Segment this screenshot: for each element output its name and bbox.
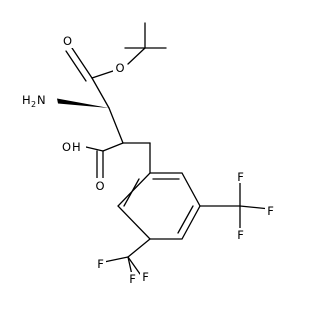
bond-ring-cf3-bottom	[127, 238, 151, 258]
ring-double-3	[123, 178, 140, 207]
atom-acid-h: H	[72, 140, 81, 154]
bond-ester-carbonyl-a	[71, 47, 93, 79]
atom-o-ester: O	[115, 61, 124, 75]
bond-beta-acid	[102, 142, 124, 152]
atom-amine-n: N	[37, 93, 46, 107]
atom-f-bottom-3: F	[142, 270, 149, 284]
atom-o-carbonyl-acid: O	[95, 179, 104, 193]
molecule-structure: O O H 2 N O H O F F F F F F	[20, 22, 276, 286]
bond-ester-carbonyl-b	[65, 50, 87, 82]
atom-f-right-3: F	[237, 228, 244, 242]
bond-tbu-oxygen	[127, 47, 146, 65]
bond-ester-alpha	[91, 77, 110, 109]
atom-f-right-2: F	[267, 204, 274, 218]
benzene-ring	[117, 172, 201, 240]
bond-ester-o-carbon	[91, 70, 114, 79]
bond-alpha-beta	[108, 107, 124, 144]
bond-cf3-bottom-f3	[127, 256, 141, 275]
bond-acid-oh	[85, 146, 104, 152]
bond-cf3-bottom-f1	[103, 256, 129, 263]
atom-labels: O O H 2 N O H O F F F F F F	[20, 34, 276, 286]
bond-wedge-amine	[57, 98, 109, 108]
atom-f-right-1: F	[237, 170, 244, 184]
atom-f-bottom-1: F	[97, 257, 104, 271]
atom-amine-sub: 2	[31, 100, 36, 109]
atom-f-bottom-2: F	[129, 272, 136, 286]
atom-o-carbonyl-ester: O	[63, 34, 72, 48]
atom-amine-h: H	[22, 93, 31, 107]
ring-double-2	[177, 205, 194, 234]
atom-acid-o: O	[62, 140, 71, 154]
